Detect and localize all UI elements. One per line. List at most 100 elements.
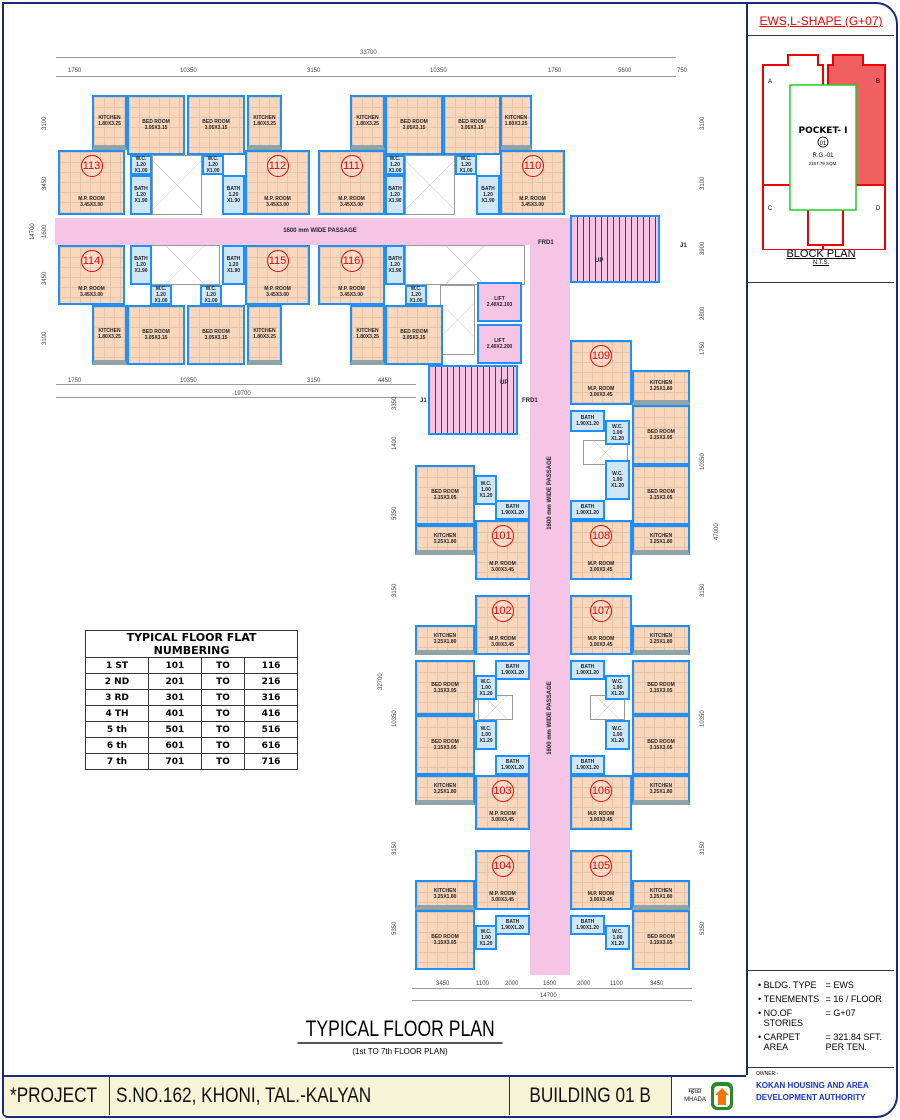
room-name: W.C. xyxy=(612,678,623,685)
room-name: BATH xyxy=(505,919,520,925)
table-cell: 4 TH xyxy=(85,705,149,722)
room-name: M.P. ROOM xyxy=(264,286,291,292)
room-name: KITCHEN xyxy=(433,887,457,894)
room-size: 3.05X3.15 xyxy=(402,125,426,131)
room-name: BED ROOM xyxy=(142,119,170,125)
wc: W.C.1.00 X1.20 xyxy=(475,675,497,700)
dim-text: 1750 xyxy=(700,341,706,355)
dim-text: 1750 xyxy=(68,68,82,74)
flat-number-badge: 110 xyxy=(521,155,544,177)
room-name: BED ROOM xyxy=(647,489,675,495)
room-size: 1.80X3.25 xyxy=(98,333,121,340)
room-size: 3.05X3.15 xyxy=(460,125,484,131)
room-size: 3.25X1.80 xyxy=(433,538,457,545)
flat-number-badge: 105 xyxy=(590,855,612,877)
room-size: 1.20 X1.00 xyxy=(409,292,423,304)
dim-top-total: 33700 xyxy=(360,50,377,56)
room-size: 3.05X3.15 xyxy=(402,335,426,341)
table-cell: 216 xyxy=(244,673,298,690)
dim-text: 3350 xyxy=(392,396,398,410)
room-size: 3.15X3.05 xyxy=(649,495,673,501)
room-name: M.P. ROOM xyxy=(519,196,546,202)
duct-void xyxy=(150,245,220,285)
stair-up-label: UP xyxy=(500,380,509,386)
room-size: 3.05X3.15 xyxy=(204,335,228,341)
lift-size: 2.40X2.103 xyxy=(486,302,513,308)
room-name: KITCHEN xyxy=(356,115,379,121)
table-cell: 116 xyxy=(244,657,298,674)
passage-horizontal xyxy=(55,218,535,245)
room-size: 3.05X3.15 xyxy=(144,125,168,131)
dimension-line xyxy=(56,397,416,398)
rg-label: R.G.-01 xyxy=(812,153,834,159)
room-name: W.C. xyxy=(480,481,492,487)
room-name: BED ROOM xyxy=(400,329,428,335)
room-size: 1.20 X1.00 xyxy=(134,162,148,174)
room-size: 1.20 X1.00 xyxy=(459,162,473,174)
room-name: W.C. xyxy=(612,928,623,935)
room-name: BED ROOM xyxy=(431,489,459,495)
table-cell: TO xyxy=(200,737,246,754)
room-size: 3.00X3.45 xyxy=(589,392,613,398)
flat-number-badge: 108 xyxy=(590,525,612,547)
room-size: 3.15X3.05 xyxy=(649,435,673,441)
room-name: BED ROOM xyxy=(400,119,428,125)
wc: W.C.1.20 X1.00 xyxy=(200,285,222,305)
divider xyxy=(748,1067,894,1068)
room-size: 3.25X1.80 xyxy=(649,386,673,392)
room-size: 1.20 X1.90 xyxy=(134,262,148,274)
table-cell: 401 xyxy=(147,705,202,722)
room-name: M.P. ROOM xyxy=(489,811,516,817)
block-d xyxy=(822,184,886,250)
room-size: 1.20 X1.00 xyxy=(206,162,220,174)
room-size: 3.25X1.80 xyxy=(649,538,673,545)
dimension-line xyxy=(412,1000,692,1001)
room-size: 3.25X1.80 xyxy=(433,788,457,795)
room-size: 3.25X1.80 xyxy=(433,893,457,900)
wc: W.C.1.00 X1.20 xyxy=(475,475,497,505)
info-value: = G+07 xyxy=(825,1008,856,1018)
marker-d: D xyxy=(876,206,881,212)
room-size: 3.00X3.45 xyxy=(589,817,613,823)
room-size: 3.45X3.00 xyxy=(340,202,363,208)
room-name: BATH xyxy=(505,759,520,765)
room-size: 1.20 X1.90 xyxy=(226,192,241,204)
block-plan-title: BLOCK PLAN xyxy=(786,248,856,260)
room-name: KITCHEN xyxy=(433,782,457,789)
building-info-list: • BLDG. TYPE= EWS • TENEMENTS= 16 / FLOO… xyxy=(758,980,894,1056)
room-name: M.P. ROOM xyxy=(489,636,516,642)
flat-number-badge: 111 xyxy=(340,155,363,177)
room-name: W.C. xyxy=(389,156,401,162)
divider xyxy=(748,970,894,971)
room-name: M.P. ROOM xyxy=(587,891,615,897)
room-name: BED ROOM xyxy=(431,934,459,940)
room-size: 3.05X3.15 xyxy=(204,125,228,131)
dim-text: 3100 xyxy=(700,116,706,130)
dim-text: 1600 xyxy=(42,224,48,238)
room-name: W.C. xyxy=(612,423,623,430)
table-cell: TO xyxy=(200,657,246,674)
room-size: 1.20 X1.90 xyxy=(481,192,495,204)
passage-vertical xyxy=(530,218,570,975)
table-cell: 701 xyxy=(147,753,202,770)
lift-name: LIFT xyxy=(494,296,505,302)
room-name: W.C. xyxy=(612,471,623,477)
room-name: BED ROOM xyxy=(647,739,675,745)
room-size: 1.20 X1.90 xyxy=(226,262,241,274)
wc: W.C.1.20 X1.00 xyxy=(455,155,477,175)
dim-text: 19700 xyxy=(234,391,251,397)
